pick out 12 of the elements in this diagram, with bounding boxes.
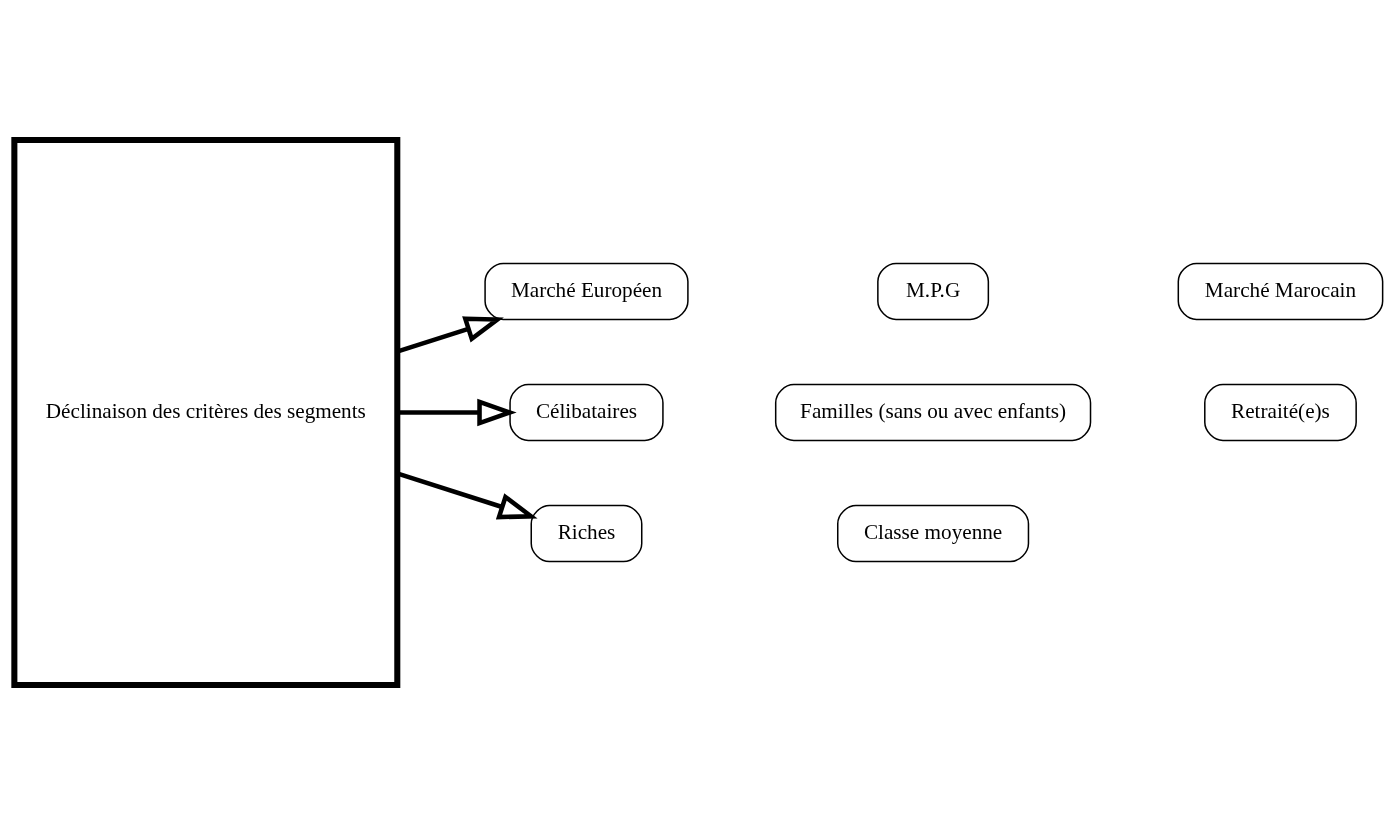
node-box: Marché Marocain xyxy=(1177,262,1384,320)
node-box: Retraité(e)s xyxy=(1204,383,1357,441)
arrow xyxy=(397,470,538,519)
node-box: M.P.G xyxy=(877,262,990,320)
node-box: Célibataires xyxy=(509,383,664,441)
arrow xyxy=(397,398,517,426)
node-box: Familles (sans ou avec enfants) xyxy=(774,383,1092,441)
node-box: Déclinaison des critères des segments xyxy=(11,136,401,688)
arrow xyxy=(397,315,504,354)
node-box: Marché Européen xyxy=(484,262,689,320)
node-box: Classe moyenne xyxy=(837,504,1030,562)
node-box: Riches xyxy=(530,504,643,562)
